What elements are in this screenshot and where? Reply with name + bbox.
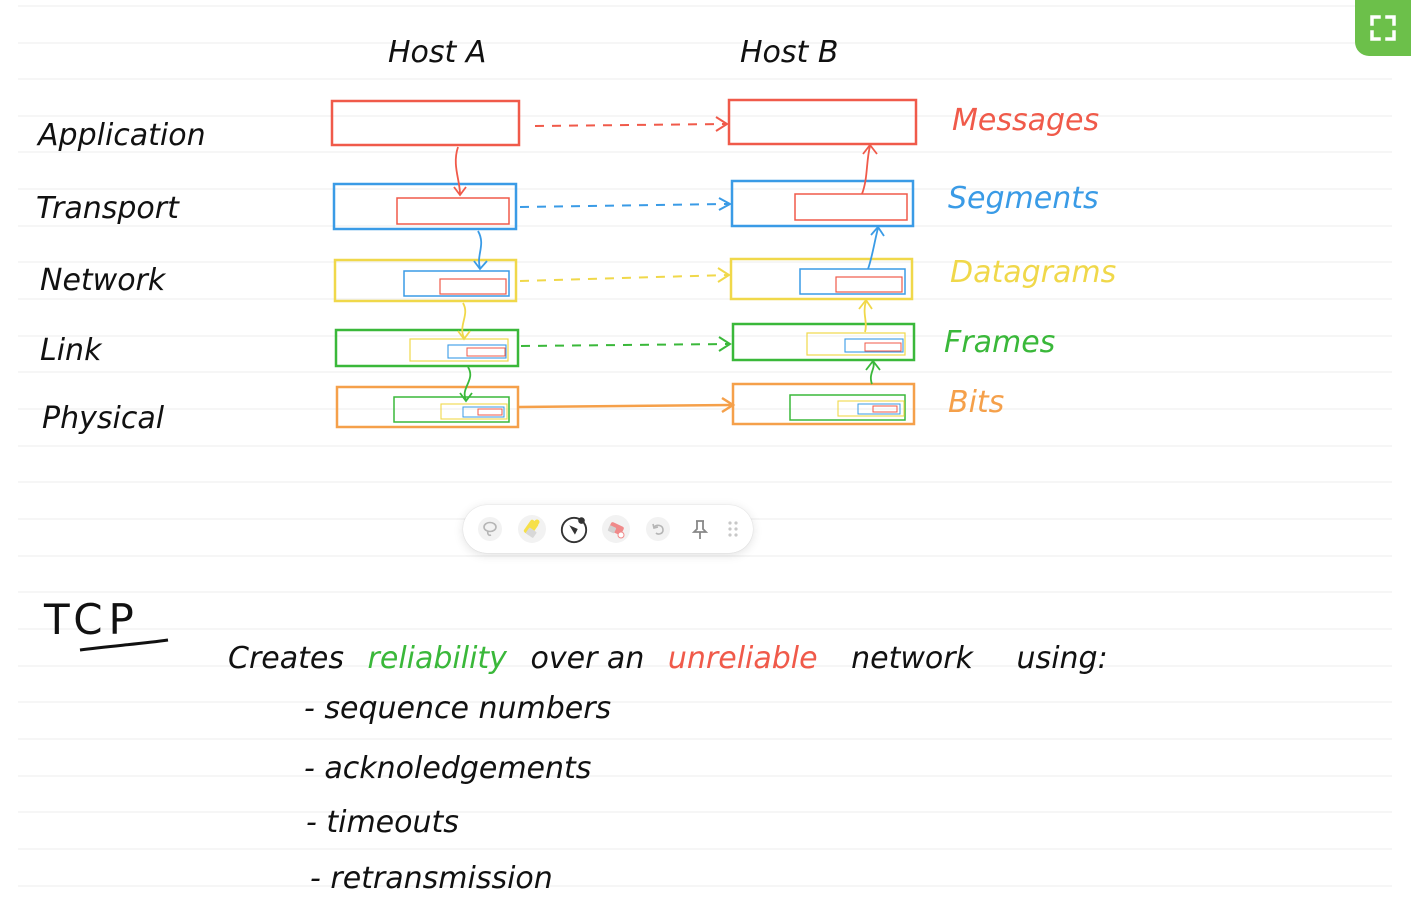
sentence-word-over-an: over an xyxy=(531,641,645,676)
unit-label-bits: Bits xyxy=(948,385,1004,420)
host-b-network-box xyxy=(729,257,914,301)
host-b-stack xyxy=(727,98,918,426)
unit-label-datagrams: Datagrams xyxy=(950,255,1116,290)
host-a-physical-box xyxy=(335,385,520,429)
unit-label-frames: Frames xyxy=(944,325,1055,360)
sentence-word-creates: Creates xyxy=(228,641,344,676)
host-a-stack xyxy=(330,99,521,429)
layer-name-link: Link xyxy=(40,333,103,368)
bullet-retransmission: - retransmission xyxy=(310,861,553,896)
sentence-word-unreliable: unreliable xyxy=(668,641,818,676)
sentence-word-reliability: reliability xyxy=(368,641,509,676)
drawing-toolbar xyxy=(463,505,753,553)
pin-icon[interactable] xyxy=(685,514,715,544)
notes-heading: TCP xyxy=(43,595,140,644)
layer-name-physical: Physical xyxy=(42,401,165,436)
sentence-word-using: using: xyxy=(1017,641,1108,676)
drag-handle-icon[interactable] xyxy=(727,519,739,539)
host-a-link-box xyxy=(334,328,520,368)
lasso-icon[interactable] xyxy=(475,514,505,544)
encapsulation-arrows xyxy=(453,146,488,403)
host-b-link-box xyxy=(731,322,916,362)
undo-icon[interactable] xyxy=(643,514,673,544)
notes-sentence: Creates reliability over an unreliable n… xyxy=(228,641,1108,676)
fullscreen-icon xyxy=(1370,15,1396,41)
layer-name-network: Network xyxy=(40,263,167,298)
heading-underline xyxy=(79,638,169,652)
layer-name-transport: Transport xyxy=(36,191,180,226)
host-b-transport-box xyxy=(730,179,915,228)
highlighter-icon[interactable] xyxy=(517,514,547,544)
pen-icon[interactable] xyxy=(559,514,589,544)
host-a-transport-box xyxy=(332,182,518,231)
host-b-application-box xyxy=(727,98,918,146)
bullet-acknowledgements: - acknoledgements xyxy=(304,751,591,786)
layer-name-application: Application xyxy=(36,118,206,153)
host-b-label: Host B xyxy=(740,35,838,70)
host-a-application-box xyxy=(330,99,521,147)
eraser-icon[interactable] xyxy=(601,514,631,544)
peer-arrows xyxy=(518,116,736,414)
decapsulation-arrows xyxy=(858,143,885,385)
bullet-sequence-numbers: - sequence numbers xyxy=(304,691,611,726)
unit-label-segments: Segments xyxy=(948,181,1099,216)
unit-label-messages: Messages xyxy=(952,103,1099,138)
sentence-word-network: network xyxy=(851,641,974,676)
fullscreen-button[interactable] xyxy=(1355,0,1411,56)
host-a-network-box xyxy=(333,258,518,303)
bullet-timeouts: - timeouts xyxy=(306,805,459,840)
host-a-label: Host A xyxy=(388,35,486,70)
